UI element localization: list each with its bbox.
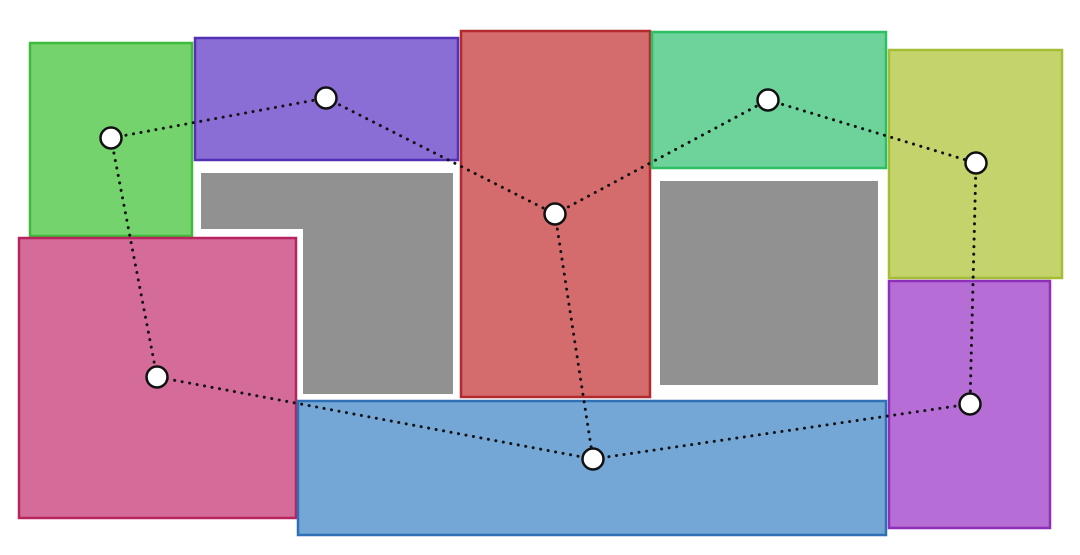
edge-pink-green (109, 136, 159, 379)
edge-green-purple (109, 96, 328, 140)
node-green (99, 126, 123, 150)
edge-olive-violet (968, 161, 978, 406)
edge-blue-pink (155, 375, 595, 461)
edge-red-teal (553, 98, 770, 216)
node-teal (756, 88, 780, 112)
edge-violet-blue (591, 402, 972, 461)
node-violet (958, 392, 982, 416)
edge-purple-red (324, 96, 557, 216)
gap-region-left (201, 173, 453, 394)
node-red (543, 202, 567, 226)
edge-red-blue (553, 212, 595, 461)
node-olive (964, 151, 988, 175)
edge-teal-olive (766, 98, 978, 165)
node-purple (314, 86, 338, 110)
gap-region-right (660, 181, 878, 385)
node-pink (145, 365, 169, 389)
node-blue (581, 447, 605, 471)
region-blue (296, 399, 888, 537)
